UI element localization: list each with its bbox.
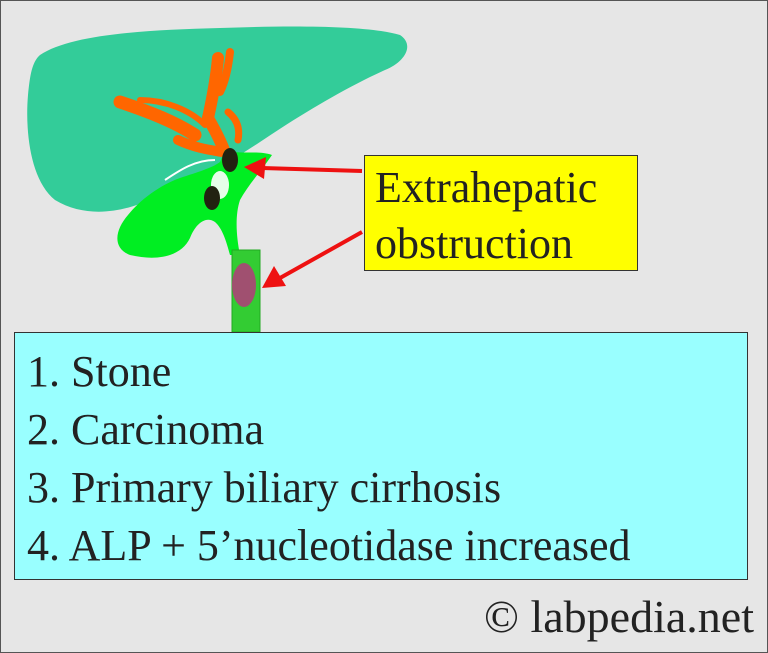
gallstone-lower [204, 186, 220, 210]
list-item: 3. Primary biliary cirrhosis [27, 463, 502, 512]
cystic-duct-outline [164, 159, 216, 181]
gallbladder-shape [117, 150, 272, 258]
liver-shape [27, 26, 408, 212]
copyright-credit: © labpedia.net [484, 591, 754, 642]
obstruction-label-line1: Extrahepatic [375, 163, 598, 212]
list-item: 2. Carcinoma [27, 405, 265, 454]
pointer-arrows [244, 157, 363, 288]
list-item: 4. ALP + 5’nucleotidase increased [27, 521, 631, 570]
obstruction-label: Extrahepatic obstruction [364, 155, 638, 271]
gallstone-upper [222, 148, 238, 172]
obstruction-label-line2: obstruction [375, 219, 573, 268]
tumor-mass [232, 263, 256, 307]
causes-list: 1. Stone 2. Carcinoma 3. Primary biliary… [14, 332, 748, 580]
intrahepatic-bile-ducts [113, 48, 243, 157]
list-item: 1. Stone [27, 347, 172, 396]
